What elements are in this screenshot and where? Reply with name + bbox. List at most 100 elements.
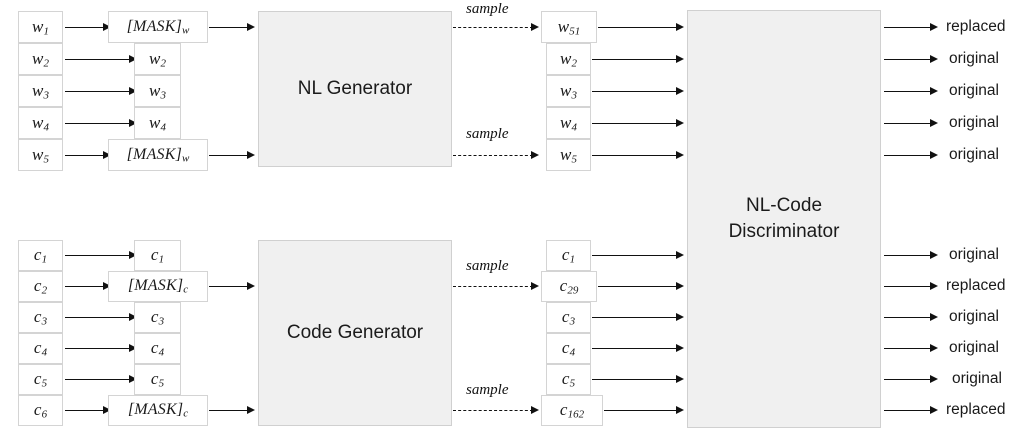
token-text: c2 <box>33 276 48 297</box>
token-text: c5 <box>33 369 48 390</box>
code-input-token: c1 <box>18 240 63 271</box>
token-text: w4 <box>559 112 578 134</box>
code-to-discriminator-arrowhead <box>676 281 684 290</box>
nl-mask-arrowhead <box>103 150 111 159</box>
nl-mask-arrowhead <box>129 118 137 127</box>
discriminator-label-line2: Discriminator <box>728 221 840 242</box>
code-mask-arrow <box>65 348 131 349</box>
code-to-discriminator-arrowhead <box>676 250 684 259</box>
code-generated-token: c1 <box>546 240 591 271</box>
nl-to-discriminator-arrow <box>592 123 678 124</box>
token-text: c1 <box>150 245 165 266</box>
nl-to-discriminator-arrow <box>592 59 678 60</box>
nl-output-label: original <box>949 82 999 99</box>
nl-mask-arrow <box>65 123 131 124</box>
nl-generated-token: w51 <box>541 11 597 43</box>
code-masked-token: c3 <box>134 302 181 333</box>
token-text: w4 <box>148 112 167 134</box>
code-input-token: c4 <box>18 333 63 364</box>
code-mask-arrowhead <box>129 312 137 321</box>
token-text: w51 <box>557 16 581 38</box>
token-text: [MASK]c <box>127 401 189 420</box>
nl-to-discriminator-arrowhead <box>676 150 684 159</box>
code-output-arrow <box>884 348 932 349</box>
nl-masked-token: [MASK]w <box>108 139 208 171</box>
nl-mask-arrow <box>65 91 131 92</box>
nl-masked-token: [MASK]w <box>108 11 208 43</box>
token-text: c3 <box>150 307 165 328</box>
code-output-arrow <box>884 255 932 256</box>
token-text: c29 <box>559 276 579 297</box>
code-output-arrow <box>884 410 932 411</box>
code-masked-token: c1 <box>134 240 181 271</box>
token-text: [MASK]w <box>126 17 190 37</box>
nl-sample-arrow <box>453 155 533 156</box>
code-to-discriminator-arrow <box>604 410 678 411</box>
code-output-label: replaced <box>946 401 1006 418</box>
code-output-label: original <box>949 246 999 263</box>
nl-sample-arrowhead <box>531 22 539 31</box>
nl-sample-arrow <box>453 27 533 28</box>
nl-output-arrow <box>884 59 932 60</box>
code-output-arrow <box>884 317 932 318</box>
token-text: c4 <box>33 338 48 359</box>
code-output-arrowhead <box>930 343 938 352</box>
nl-input-token: w1 <box>18 11 63 43</box>
code-sample-arrowhead <box>531 405 539 414</box>
code-sample-arrowhead <box>531 281 539 290</box>
code-output-arrowhead <box>930 374 938 383</box>
code-generator-block[interactable]: Code Generator <box>258 240 452 426</box>
code-mask-arrowhead <box>129 343 137 352</box>
nl-output-arrow <box>884 155 932 156</box>
nl-input-token: w2 <box>18 43 63 75</box>
nl-generator-label: NL Generator <box>297 78 413 100</box>
nl-to-discriminator-arrowhead <box>676 54 684 63</box>
code-mask-arrowhead <box>103 405 111 414</box>
token-text: c6 <box>33 400 48 421</box>
nl-to-generator-arrowhead <box>247 150 255 159</box>
nl-generator-block[interactable]: NL Generator <box>258 11 452 167</box>
nl-to-discriminator-arrow <box>592 91 678 92</box>
code-sample-arrow <box>453 286 533 287</box>
nl-masked-token: w2 <box>134 43 181 75</box>
code-mask-arrow <box>65 379 131 380</box>
token-text: c162 <box>559 400 585 421</box>
code-sample-label: sample <box>466 258 509 274</box>
nl-generated-token: w4 <box>546 107 591 139</box>
code-to-discriminator-arrow <box>592 348 678 349</box>
token-text: c4 <box>150 338 165 359</box>
nl-code-discriminator-block[interactable]: NL-Code Discriminator <box>687 10 881 428</box>
nl-mask-arrowhead <box>103 22 111 31</box>
nl-to-discriminator-arrowhead <box>676 86 684 95</box>
nl-output-arrowhead <box>930 86 938 95</box>
code-to-discriminator-arrowhead <box>676 312 684 321</box>
token-text: c1 <box>33 245 48 266</box>
nl-input-token: w4 <box>18 107 63 139</box>
nl-input-token: w3 <box>18 75 63 107</box>
code-mask-arrow <box>65 317 131 318</box>
token-text: w5 <box>31 144 50 166</box>
nl-output-label: original <box>949 114 999 131</box>
code-generated-token: c162 <box>541 395 603 426</box>
code-output-arrowhead <box>930 250 938 259</box>
nl-input-token: w5 <box>18 139 63 171</box>
code-to-generator-arrowhead <box>247 281 255 290</box>
token-text: w1 <box>31 16 50 38</box>
nl-output-arrowhead <box>930 150 938 159</box>
nl-to-generator-arrow <box>209 155 249 156</box>
code-masked-token: c4 <box>134 333 181 364</box>
discriminator-label-line1: NL-Code <box>745 195 823 217</box>
nl-output-arrow <box>884 27 932 28</box>
nl-to-discriminator-arrowhead <box>676 118 684 127</box>
nl-masked-token: w3 <box>134 75 181 107</box>
token-text: c5 <box>150 369 165 390</box>
code-mask-arrow <box>65 286 105 287</box>
code-output-label: replaced <box>946 277 1006 294</box>
code-generated-token: c5 <box>546 364 591 395</box>
code-output-arrowhead <box>930 405 938 414</box>
code-to-discriminator-arrow <box>592 379 678 380</box>
token-text: c1 <box>561 245 576 266</box>
code-masked-token: [MASK]c <box>108 271 208 302</box>
nl-masked-token: w4 <box>134 107 181 139</box>
code-output-arrowhead <box>930 281 938 290</box>
